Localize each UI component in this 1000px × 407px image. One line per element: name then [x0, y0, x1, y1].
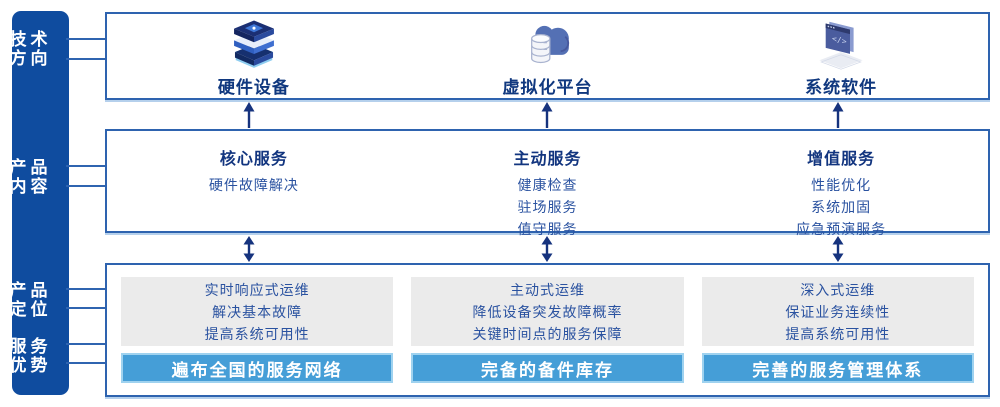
positioning-point: 提高系统可用性	[785, 325, 891, 342]
positioning-point: 实时响应式运维	[204, 281, 310, 298]
positioning-points: 深入式运维 保证业务连续性 提高系统可用性	[701, 277, 974, 347]
positioning-point: 提高系统可用性	[204, 325, 310, 342]
connector-line	[66, 362, 107, 364]
positioning-point: 关键时间点的服务保障	[472, 325, 623, 342]
service-title: 核心服务	[219, 151, 288, 168]
positioning-point: 降低设备突发故障概率	[472, 303, 623, 320]
service-title: 主动服务	[513, 151, 582, 168]
sidebar-label-line: 方向	[9, 49, 52, 68]
double-arrow	[243, 236, 255, 262]
connector-line	[66, 185, 107, 187]
positioning-column-deep: 深入式运维 保证业务连续性 提高系统可用性 完善的服务管理体系	[701, 277, 974, 383]
tech-column-hardware: 硬件设备	[107, 14, 401, 98]
advantage-bar: 完备的备件库存	[411, 353, 684, 383]
connector-line	[66, 58, 107, 60]
connector-line	[66, 288, 107, 290]
sidebar-item-service-advantage: 服务 优势	[0, 337, 57, 375]
connector-line	[66, 307, 107, 309]
service-item: 健康检查	[517, 177, 578, 193]
code-window-icon: </>	[809, 17, 873, 71]
tech-label-software: 系统软件	[805, 78, 878, 97]
advantage-bar: 完善的服务管理体系	[701, 353, 974, 383]
service-item: 系统加固	[811, 199, 872, 215]
tech-label-virtualization: 虚拟化平台	[502, 78, 593, 97]
connector-line	[66, 165, 107, 167]
sidebar-label-line: 内容	[9, 177, 52, 196]
connector-line	[66, 38, 107, 40]
positioning-advantage-box: 实时响应式运维 解决基本故障 提高系统可用性 遍布全国的服务网络 主动式运维 降…	[105, 263, 990, 397]
service-item: 驻场服务	[517, 199, 578, 215]
up-arrow	[832, 102, 844, 128]
sidebar-label-line: 定位	[9, 300, 52, 319]
category-sidebar	[12, 11, 69, 395]
double-arrow	[541, 236, 553, 262]
svg-text:</>: </>	[832, 33, 847, 47]
tech-label-hardware: 硬件设备	[217, 78, 290, 97]
service-column-proactive: 主动服务 健康检查 驻场服务 值守服务	[401, 131, 695, 237]
service-column-core: 核心服务 硬件故障解决	[107, 131, 401, 231]
positioning-point: 主动式运维	[509, 281, 585, 298]
positioning-point: 保证业务连续性	[785, 303, 891, 320]
sidebar-label-line: 技术	[9, 30, 52, 49]
positioning-column-realtime: 实时响应式运维 解决基本故障 提高系统可用性 遍布全国的服务网络	[121, 277, 394, 383]
service-column-value-added: 增值服务 性能优化 系统加固 应急预演服务	[694, 131, 988, 237]
server-stack-icon	[222, 17, 286, 71]
product-content-box: 核心服务 硬件故障解决 主动服务 健康检查 驻场服务 值守服务 增值服务 性能优…	[105, 129, 990, 237]
connector-line	[66, 343, 107, 345]
positioning-point: 解决基本故障	[212, 303, 303, 320]
service-item: 性能优化	[811, 177, 872, 193]
cloud-database-icon	[516, 17, 580, 71]
sidebar-label-line: 优势	[9, 356, 52, 375]
service-item: 应急预演服务	[796, 221, 887, 237]
sidebar-label-line: 产品	[9, 281, 52, 300]
service-item: 硬件故障解决	[208, 177, 299, 193]
sidebar-item-product-positioning: 产品 定位	[0, 281, 57, 319]
service-item: 值守服务	[517, 221, 578, 237]
positioning-points: 主动式运维 降低设备突发故障概率 关键时间点的服务保障	[411, 277, 684, 347]
tech-column-virtualization: 虚拟化平台	[401, 14, 695, 98]
tech-direction-box: 硬件设备 虚拟化平台	[105, 12, 990, 100]
tech-column-software: </> 系统软件	[694, 14, 988, 98]
double-arrow	[832, 236, 844, 262]
sidebar-label-line: 产品	[9, 158, 52, 177]
positioning-column-proactive: 主动式运维 降低设备突发故障概率 关键时间点的服务保障 完备的备件库存	[411, 277, 684, 383]
sidebar-item-tech-direction: 技术 方向	[0, 30, 57, 68]
sidebar-item-product-content: 产品 内容	[0, 158, 57, 196]
positioning-point: 深入式运维	[800, 281, 876, 298]
sidebar-label-line: 服务	[9, 337, 52, 356]
advantage-bar: 遍布全国的服务网络	[121, 353, 394, 383]
up-arrow	[541, 102, 553, 128]
positioning-points: 实时响应式运维 解决基本故障 提高系统可用性	[121, 277, 394, 347]
service-title: 增值服务	[807, 151, 876, 168]
up-arrow	[243, 102, 255, 128]
